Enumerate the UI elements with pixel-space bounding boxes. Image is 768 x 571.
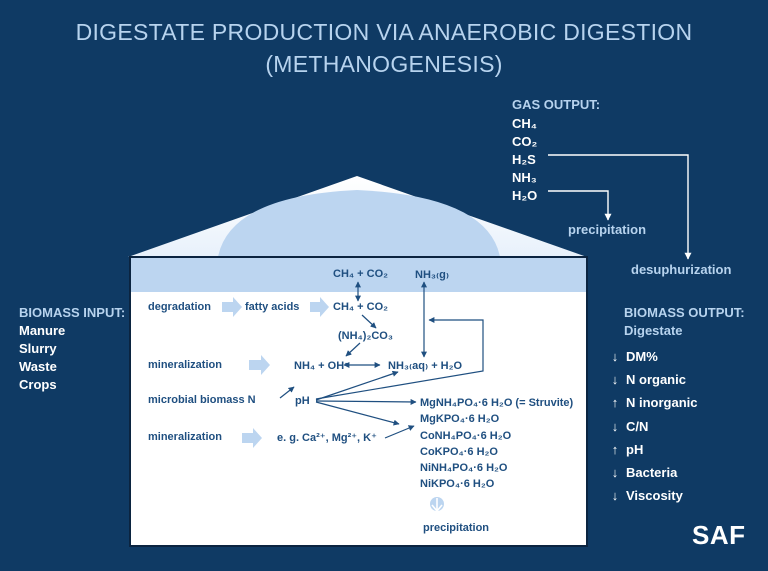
degradation-arrow-icon: [222, 297, 242, 317]
ions-to-precipitates-line: [384, 425, 415, 439]
arrow-up-icon: ↑: [611, 395, 619, 411]
gas-item: NH₃: [512, 170, 537, 185]
ch4co2-to-carbonate-line: [361, 314, 377, 329]
ph-to-precipitates-line: [315, 401, 400, 426]
ammonia-aq-label: NH₃₍aq₎ + H₂O: [388, 360, 463, 372]
input-item: Crops: [19, 377, 57, 392]
desulphurization-label: desuphurization: [631, 262, 732, 277]
diagram-title-line2: (METHANOGENESIS): [265, 51, 503, 77]
digester-precipitation-label: precipitation: [423, 522, 490, 534]
digester-dome: [218, 190, 500, 257]
ions-label: e. g. Ca²⁺, Mg²⁺, K⁺: [277, 432, 377, 444]
ph-label: pH: [295, 395, 310, 407]
carbonate-to-ammonium-line: [345, 342, 361, 357]
precipitate-item: CoNH₄PO₄·6 H₂O: [420, 429, 512, 442]
gas-item: H₂O: [512, 188, 538, 203]
microbial-biomass-label: microbial biomass N: [148, 394, 256, 406]
gas-output-heading: GAS OUTPUT:: [512, 97, 601, 112]
input-item: Slurry: [19, 341, 57, 356]
headspace-nh3-gas: NH₃₍g₎: [415, 269, 450, 281]
biomass-output-subheading: Digestate: [624, 323, 683, 338]
biomass-output-list: ↓DM% ↓N organic ↑N inorganic ↓C/N ↑pH ↓B…: [608, 345, 698, 507]
arrow-down-icon: ↓: [611, 465, 619, 481]
arrow-up-icon: ↑: [611, 441, 619, 457]
biomass-input-list: Manure Slurry Waste Crops: [19, 322, 65, 394]
mineralization-arrow-icon: [249, 355, 270, 375]
arrow-down-icon: ↓: [611, 372, 619, 388]
headspace-ch4-co2: CH₄ + CO₂: [333, 268, 389, 280]
diagram-title-line1: DIGESTATE PRODUCTION VIA ANAEROBIC DIGES…: [75, 19, 693, 45]
mineralization-ions-arrow-icon: [242, 428, 262, 448]
fatty-acids-label: fatty acids: [245, 301, 300, 313]
saf-logo: SAF: [692, 520, 746, 550]
h2o-to-precipitation-line: [548, 190, 612, 221]
arrow-down-icon: ↓: [611, 488, 619, 504]
mineralization-ions-label: mineralization: [148, 431, 222, 443]
ph-to-struvite-line: [315, 398, 417, 405]
input-item: Manure: [19, 323, 66, 338]
gas-item: CO₂: [512, 134, 538, 149]
ph-feedback-loop-line: [315, 317, 484, 400]
output-item: ↓DM%: [608, 345, 698, 368]
h2s-to-desulphurization-line: [548, 154, 692, 260]
precipitate-item: CoKPO₄·6 H₂O: [420, 445, 498, 458]
output-item: ↑pH: [608, 438, 698, 461]
output-item: ↓Viscosity: [608, 484, 698, 507]
ph-to-ammonia-line: [315, 370, 399, 401]
ammonium-label: NH₄ + OH⁻: [294, 360, 350, 372]
output-item: ↓N organic: [608, 368, 698, 391]
arrow-down-icon: ↓: [611, 349, 619, 365]
gas-output-list: CH₄ CO₂ H₂S NH₃ H₂O: [512, 115, 537, 205]
precipitate-item: NiKPO₄·6 H₂O: [420, 478, 495, 491]
input-item: Waste: [19, 359, 57, 374]
ch4-co2-product: CH₄ + CO₂: [333, 301, 389, 313]
arrow-down-icon: ↓: [611, 418, 619, 434]
biomass-output-heading: BIOMASS OUTPUT:: [624, 305, 745, 320]
output-item: ↑N inorganic: [608, 391, 698, 414]
biomass-input-heading: BIOMASS INPUT:: [19, 305, 126, 320]
output-item: ↓Bacteria: [608, 461, 698, 484]
gas-item: H₂S: [512, 152, 536, 167]
precipitate-item: MgNH₄PO₄·6 H₂O (= Struvite): [420, 397, 574, 409]
degradation-label: degradation: [148, 301, 211, 313]
output-item: ↓C/N: [608, 415, 698, 438]
ammonium-carbonate: (NH₄)₂CO₃: [338, 330, 393, 342]
precipitates-list: MgNH₄PO₄·6 H₂O (= Struvite) MgKPO₄·6 H₂O…: [420, 395, 573, 493]
precipitate-item: MgKPO₄·6 H₂O: [420, 413, 500, 426]
precipitate-item: NiNH₄PO₄·6 H₂O: [420, 462, 508, 475]
gas-item: CH₄: [512, 116, 537, 131]
gas-precipitation-label: precipitation: [568, 222, 647, 237]
microbial-to-ph-line: [279, 386, 295, 399]
fatty-acids-arrow-icon: [310, 297, 329, 317]
mineralization-label: mineralization: [148, 359, 222, 371]
